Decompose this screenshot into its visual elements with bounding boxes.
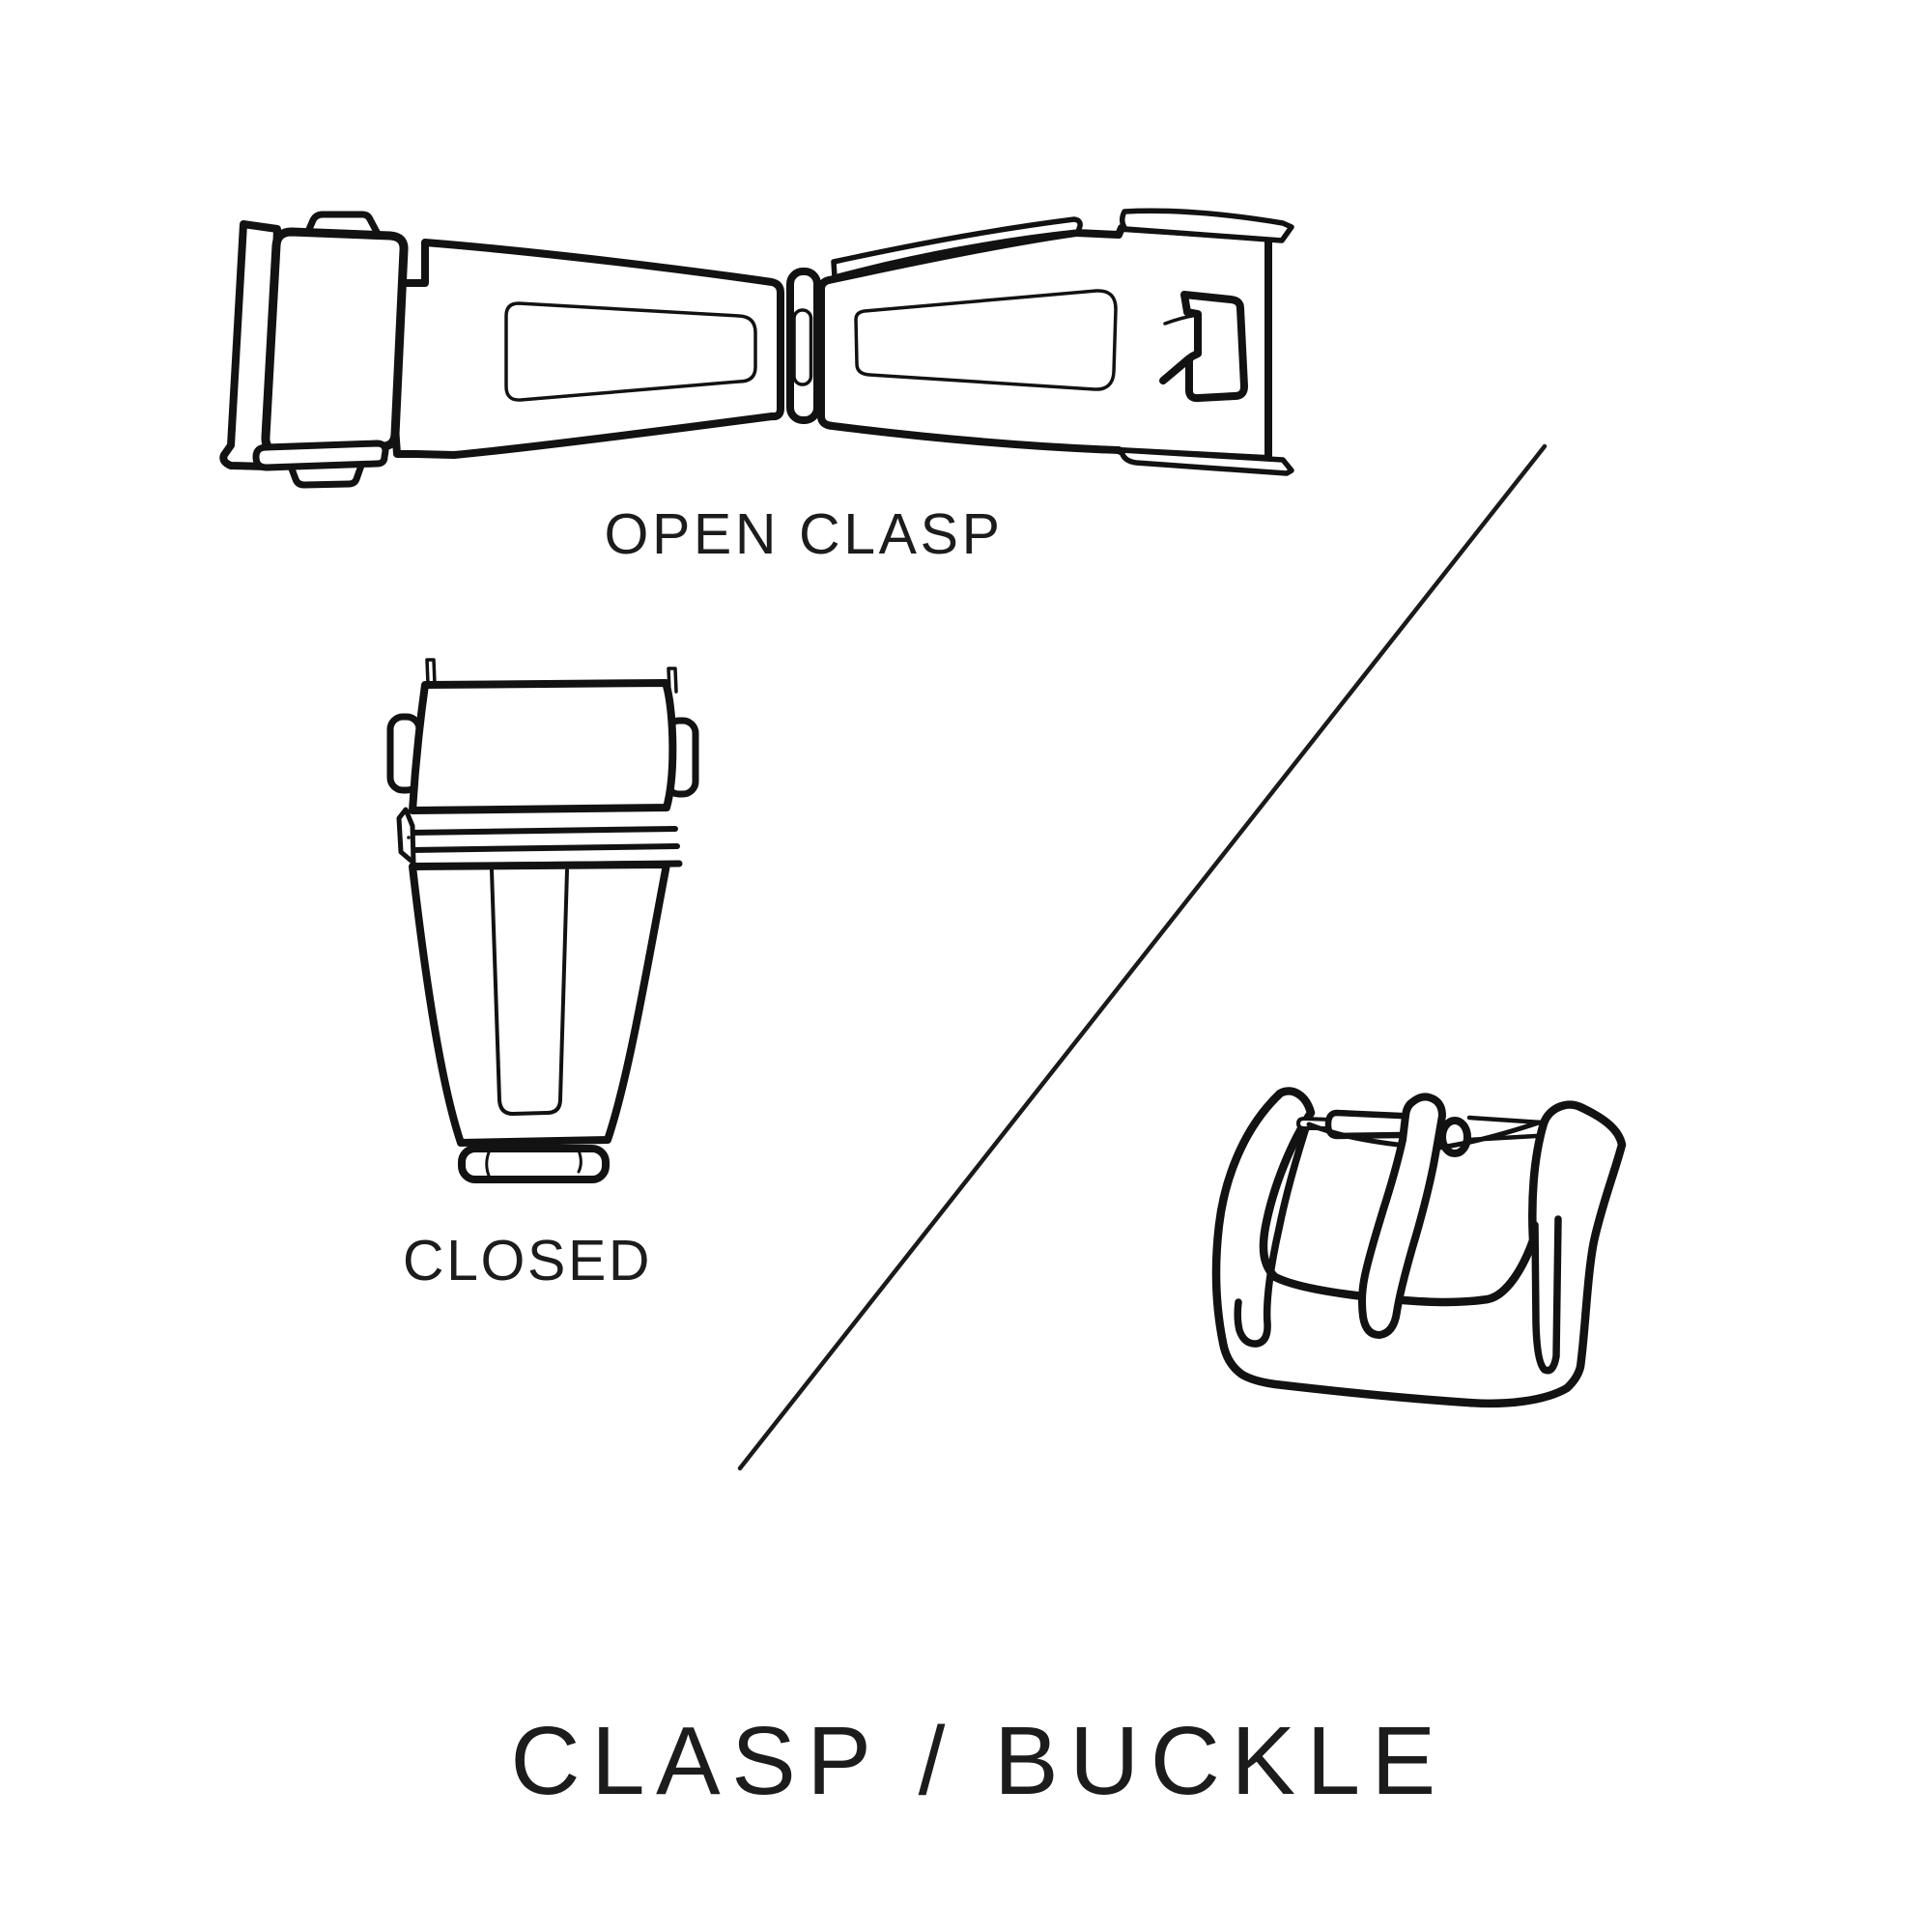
- svg-text:OPEN CLASP: OPEN CLASP: [604, 502, 1003, 566]
- svg-text:CLOSED: CLOSED: [403, 1229, 652, 1293]
- svg-text:CLASP / BUCKLE: CLASP / BUCKLE: [510, 1707, 1446, 1815]
